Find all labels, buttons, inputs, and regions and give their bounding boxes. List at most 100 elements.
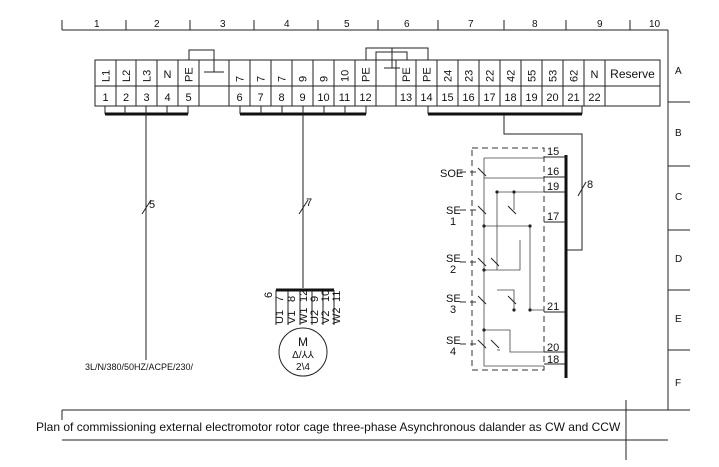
terminal-bottom-label: 5	[185, 92, 191, 104]
terminal-top-label: N	[164, 69, 172, 81]
terminal-top-label: 22	[485, 70, 497, 82]
switch-sub-se4: 4	[450, 346, 456, 358]
terminal-top-label: Reserve	[610, 67, 655, 81]
motor-cable: 7	[275, 114, 335, 325]
switch-terminal-numbers: 15 16 19 17 21 20 18	[547, 146, 559, 366]
supply-label: 3L/N/380/50HZ/ACPE/230/	[85, 362, 194, 372]
switch-terminal: 16	[547, 166, 559, 178]
switch-sub-se3: 3	[450, 304, 456, 316]
terminal-bottom-label: 22	[588, 92, 600, 104]
row-labels: A B C D E F	[675, 66, 682, 389]
terminal-top-label: 53	[548, 70, 560, 82]
terminal-bottom-label: 14	[420, 92, 432, 104]
motor-terminal-label: V2	[320, 311, 332, 324]
terminal-top-label: 7	[235, 76, 247, 82]
switch-labels: SOE SE 1 SE 2 SE 3 SE 4	[440, 168, 463, 358]
terminal-top-label: 23	[464, 70, 476, 82]
terminal-bottom-label: 1	[102, 92, 108, 104]
terminal-bottom-label: 6	[236, 92, 242, 104]
supply-cable: 5 3L/N/380/50HZ/ACPE/230/	[85, 114, 194, 372]
column-labels: 1 2 3 4 5 6 7 8 9 10	[94, 19, 661, 30]
terminal-bottom-label: 4	[164, 92, 170, 104]
terminal-bottom-label: 13	[400, 92, 412, 104]
column-label: 4	[284, 19, 290, 30]
column-label: 3	[220, 19, 226, 30]
switch-terminal: 21	[547, 301, 559, 313]
switch-terminal: 15	[547, 146, 559, 158]
row-label: F	[675, 378, 681, 389]
terminal-bottom-label: 10	[317, 92, 329, 104]
terminal-bottom-label: 17	[483, 92, 495, 104]
switch-sub-se2: 2	[450, 264, 456, 276]
motor-symbol: M Δ/⅄⅄ 2\4	[278, 327, 328, 377]
terminal-top-label: 7	[256, 76, 268, 82]
row-label: D	[675, 254, 682, 265]
terminal-bottom-label: 9	[299, 92, 305, 104]
terminal-top-label: 42	[506, 70, 518, 82]
column-label: 1	[94, 19, 100, 30]
column-label: 8	[532, 19, 538, 30]
motor-label: M	[298, 335, 308, 349]
motor-terminal-label: 9	[309, 296, 321, 302]
switch-terminal: 18	[547, 354, 559, 366]
wire-label-8: 8	[587, 179, 593, 191]
motor-terminal-label: 10	[320, 290, 332, 302]
column-label: 6	[404, 19, 410, 30]
terminal-bottom-label: 18	[504, 92, 516, 104]
motor-terminal-label: 6	[263, 292, 275, 298]
terminal-top-label: PE	[401, 67, 413, 82]
motor-terminal-label: 8	[286, 296, 298, 302]
column-label: 9	[597, 19, 603, 30]
switch-label-soe: SOE	[440, 168, 463, 180]
terminal-bottom-label: 2	[123, 92, 129, 104]
terminal-top-label: 7	[277, 76, 289, 82]
terminal-top-label: 62	[569, 70, 581, 82]
terminal-top-label: 55	[527, 70, 539, 82]
motor-terminal-label: V1	[286, 311, 298, 324]
switch-actuators	[460, 171, 478, 345]
motor-terminal-label: W1	[298, 308, 310, 325]
switch-label-se1: SE	[446, 205, 461, 217]
column-label: 10	[649, 19, 661, 30]
terminal-bottom-label: 12	[359, 92, 371, 104]
diagram-caption: Plan of commissioning external electromo…	[36, 420, 621, 434]
terminal-top-label: 24	[443, 70, 455, 82]
column-label: 7	[468, 19, 474, 30]
bus-bars	[104, 106, 583, 116]
column-label: 2	[154, 19, 160, 30]
terminal-bottom-label: 20	[546, 92, 558, 104]
terminal-top-label: PE	[422, 67, 434, 82]
column-label: 5	[344, 19, 350, 30]
wire-label-7: 7	[306, 197, 312, 209]
terminal-strip: L11L22L33N4PE5767778999101011PE12PE13PE1…	[94, 59, 661, 107]
terminal-bottom-label: 11	[339, 92, 350, 104]
switch-terminal: 17	[547, 211, 559, 223]
row-label: E	[675, 314, 682, 325]
switch-sub-se1: 1	[450, 216, 456, 228]
motor-terminal-label: 12	[298, 290, 310, 302]
motor-terminal-label: U1	[274, 310, 286, 324]
motor-poles: 2\4	[296, 362, 310, 373]
switch-label-se4: SE	[446, 335, 461, 347]
terminal-top-label: L1	[101, 70, 113, 82]
motor-connection: Δ/⅄⅄	[292, 350, 315, 361]
wire-label-5: 5	[149, 199, 155, 211]
terminal-bottom-label: 15	[441, 92, 453, 104]
terminal-top-label: L3	[142, 70, 154, 82]
terminal-top-label: PE	[184, 67, 196, 82]
switch-terminal: 20	[547, 342, 559, 354]
switch-terminal: 19	[547, 181, 559, 193]
switch-box	[471, 147, 568, 378]
terminal-bottom-label: 3	[143, 92, 149, 104]
terminal-top-label: PE	[361, 67, 373, 82]
terminal-top-label: N	[591, 69, 599, 81]
switch-label-se3: SE	[446, 293, 461, 305]
terminal-bottom-label: 21	[567, 92, 579, 104]
pe-jumpers	[188, 47, 429, 73]
terminal-top-label: 10	[340, 70, 352, 82]
motor-terminal-label: 7	[274, 296, 286, 302]
switch-label-se2: SE	[446, 253, 461, 265]
terminal-bottom-label: 7	[257, 92, 263, 104]
drawing-frame	[61, 20, 690, 460]
